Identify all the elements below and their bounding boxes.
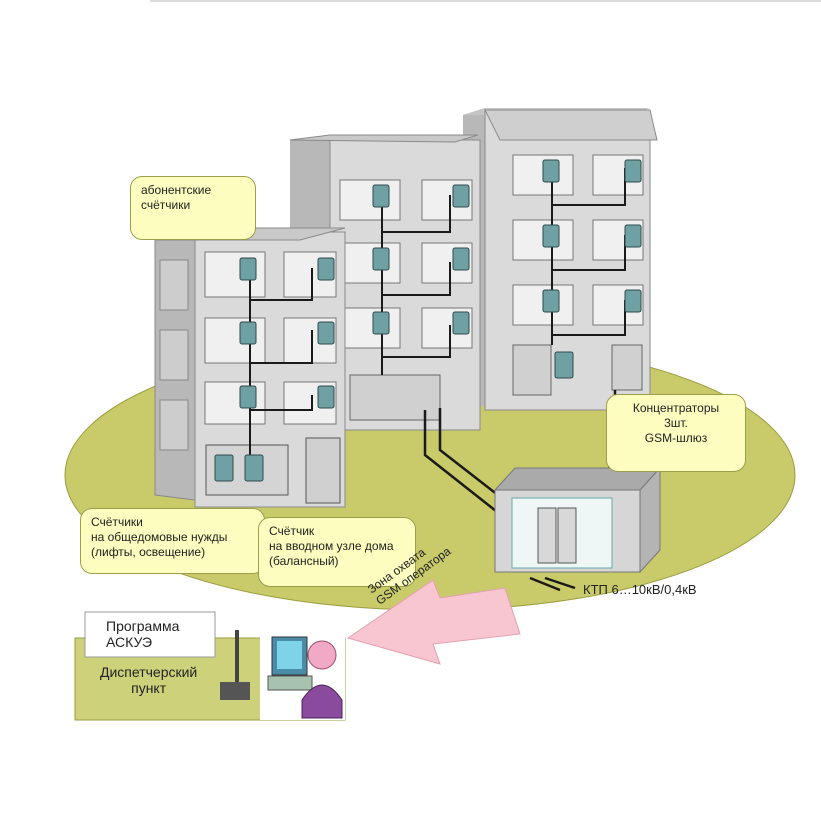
dispatch-line: пункт: [131, 680, 167, 696]
concentrators-callout: Концентраторы 3шт. GSM-шлюз: [606, 394, 746, 472]
callout-line: абонентские: [141, 183, 212, 197]
callout-line: (балансный): [269, 554, 339, 568]
program-label: Программа АСКУЭ: [106, 618, 179, 650]
callout-line: Счётчики: [91, 515, 143, 529]
building-left: [154, 227, 346, 508]
operator-illustration: [220, 630, 345, 720]
callout-line: на вводном узле дома: [269, 539, 394, 553]
program-label-box: [84, 611, 216, 658]
callout-line: Концентраторы: [632, 401, 720, 415]
dispatch-line: Диспетчерский: [100, 664, 198, 680]
common-meters-callout: Счётчики на общедомовые нужды (лифты, ос…: [80, 508, 265, 574]
input-meter-callout: Счётчик на вводном узле дома (балансный): [258, 517, 416, 587]
dispatch-label: Диспетчерский пункт: [100, 664, 197, 696]
callout-line: счётчики: [141, 198, 191, 212]
callout-line: на общедомовые нужды: [91, 530, 228, 544]
callout-line: (лифты, освещение): [91, 545, 206, 559]
callout-line: GSM-шлюз: [644, 431, 708, 445]
subscriber-meters-callout: абонентские счётчики: [130, 176, 256, 240]
substation-label: КТП 6…10кВ/0,4кВ: [583, 582, 697, 597]
callout-line: 3шт.: [664, 416, 688, 430]
program-line: АСКУЭ: [106, 634, 153, 650]
substation-ktp: [493, 466, 662, 574]
program-line: Программа: [106, 618, 180, 634]
meter-icons: [214, 159, 642, 482]
gsm-zone-arrow: [346, 579, 521, 665]
callout-line: Счётчик: [269, 524, 315, 538]
